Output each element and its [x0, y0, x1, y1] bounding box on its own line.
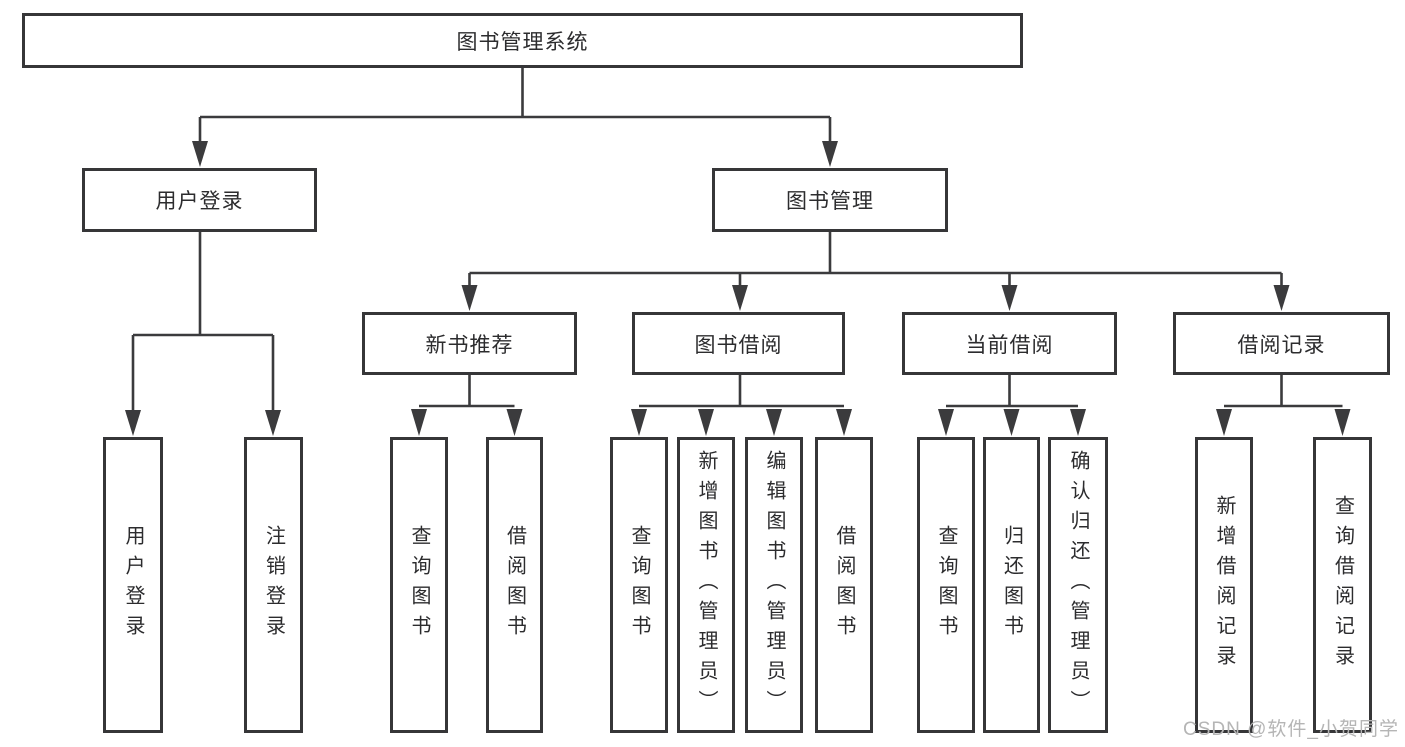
leaf-current-return-books-label: 归还图书 [1000, 525, 1023, 645]
node-user-login-label: 用户登录 [155, 190, 244, 213]
leaf-borrow-edit-books-admin: 编辑图书（管理员） [745, 437, 803, 733]
node-borrow-records: 借阅记录 [1173, 312, 1390, 375]
leaf-newbook-query-books: 查询图书 [390, 437, 448, 733]
leaf-current-confirm-return-admin: 确认归还（管理员） [1048, 437, 1108, 733]
leaf-borrow-query-books-label: 查询图书 [628, 525, 650, 645]
leaf-borrow-add-books-admin: 新增图书（管理员） [677, 437, 735, 733]
leaf-borrow-borrow-books-label: 借阅图书 [833, 525, 855, 645]
leaf-records-query-record: 查询借阅记录 [1313, 437, 1372, 733]
node-new-book-recommend-label: 新书推荐 [425, 333, 514, 357]
node-book-borrow: 图书借阅 [632, 312, 845, 375]
node-borrow-records-label: 借阅记录 [1237, 333, 1326, 357]
leaf-borrow-add-books-admin-label: 新增图书（管理员） [695, 450, 717, 720]
leaf-borrow-query-books: 查询图书 [610, 437, 668, 733]
node-book-management-label: 图书管理 [786, 190, 874, 213]
node-new-book-recommend: 新书推荐 [362, 312, 577, 375]
leaf-newbook-borrow-books: 借阅图书 [486, 437, 543, 733]
leaf-logout-login: 注销登录 [244, 437, 303, 733]
node-book-management: 图书管理 [712, 168, 948, 232]
leaf-records-add-record-label: 新增借阅记录 [1213, 495, 1235, 675]
node-current-borrow: 当前借阅 [902, 312, 1117, 375]
node-book-borrow-label: 图书借阅 [694, 333, 783, 357]
leaf-current-query-books-label: 查询图书 [935, 525, 957, 645]
leaf-borrow-borrow-books: 借阅图书 [815, 437, 873, 733]
leaf-records-add-record: 新增借阅记录 [1195, 437, 1253, 733]
node-root: 图书管理系统 [22, 13, 1023, 68]
leaf-newbook-query-books-label: 查询图书 [408, 525, 430, 645]
leaf-logout-login-label: 注销登录 [262, 525, 285, 645]
node-root-label: 图书管理系统 [456, 30, 589, 54]
leaf-newbook-borrow-books-label: 借阅图书 [503, 525, 526, 645]
csdn-watermark: CSDN @软件_小贺同学 [1183, 719, 1399, 740]
leaf-user-login: 用户登录 [103, 437, 163, 733]
leaf-current-return-books: 归还图书 [983, 437, 1040, 733]
leaf-user-login-label: 用户登录 [122, 525, 144, 645]
leaf-current-query-books: 查询图书 [917, 437, 975, 733]
node-user-login: 用户登录 [82, 168, 317, 232]
leaf-current-confirm-return-admin-label: 确认归还（管理员） [1067, 450, 1089, 720]
leaf-records-query-record-label: 查询借阅记录 [1331, 495, 1354, 675]
node-current-borrow-label: 当前借阅 [965, 333, 1054, 357]
leaf-borrow-edit-books-admin-label: 编辑图书（管理员） [763, 450, 785, 720]
